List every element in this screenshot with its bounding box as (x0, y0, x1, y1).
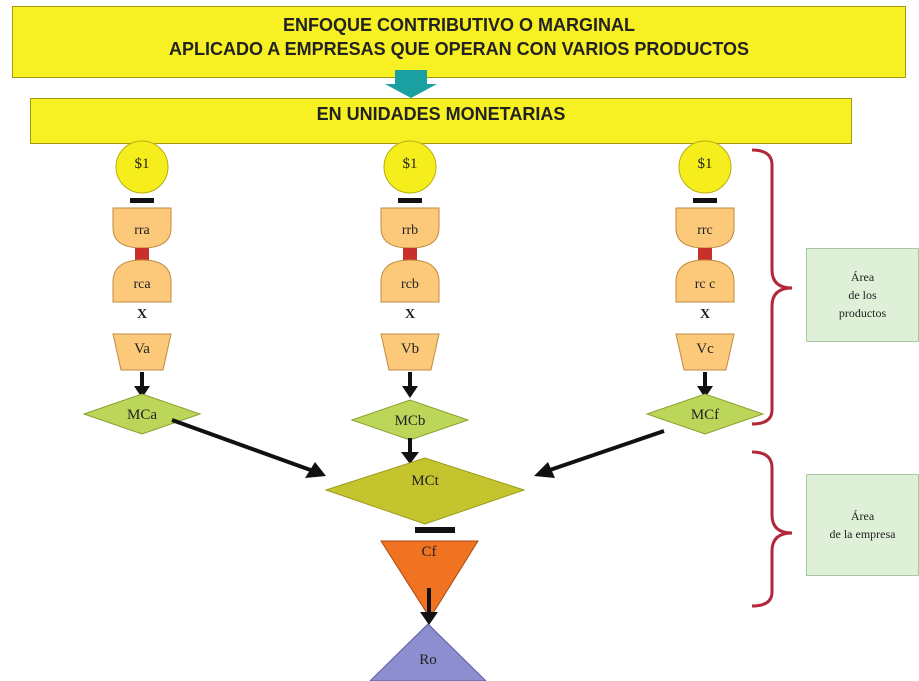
coin-circle (383, 140, 437, 194)
coin-circle (115, 140, 169, 194)
result-label: Ro (419, 652, 437, 668)
area-products-line-2: de los (848, 288, 877, 302)
margin-label: MCf (691, 407, 719, 423)
coin-label: $1 (135, 156, 150, 172)
multiply-sign: X (405, 307, 415, 322)
arrowhead-c (534, 462, 555, 478)
ratio-upper-shape (112, 207, 172, 249)
minus-sign (415, 527, 455, 533)
result: Ro (369, 623, 487, 681)
sales-trapezoid (675, 333, 735, 371)
sales-trapezoid (380, 333, 440, 371)
total-margin-label: MCt (411, 473, 439, 489)
total-margin: MCt (324, 457, 526, 525)
minus-sign (398, 198, 422, 203)
arrowhead (697, 386, 713, 398)
arrowhead (134, 386, 150, 398)
area-products-line-1: Área (850, 270, 875, 284)
margin-diamond (82, 393, 202, 435)
sales-label: Va (134, 341, 150, 357)
margin-arrows (171, 418, 665, 478)
title-line-1: ENFOQUE CONTRIBUTIVO O MARGINAL (283, 15, 635, 35)
ratio-lower-label: rc c (695, 277, 716, 292)
sales-label: Vb (401, 341, 419, 357)
subtitle-banner: EN UNIDADES MONETARIAS (30, 98, 852, 144)
ratio-upper-label: rra (134, 223, 150, 238)
arrow-line-c (543, 429, 665, 474)
ratio-upper-label: rrb (402, 223, 418, 238)
coin-label: $1 (698, 156, 713, 172)
arrowhead-a (305, 462, 326, 478)
area-products-box: Área de los productos (806, 248, 919, 342)
margin-diamond (350, 399, 470, 441)
ratio-lower-label: rcb (401, 277, 419, 292)
arrowhead-result (420, 612, 438, 625)
coin-label: $1 (403, 156, 418, 172)
down-arrow-top (385, 70, 437, 98)
margin-diamond (645, 393, 765, 435)
ratio-lower-shape (112, 259, 172, 303)
area-company-line-1: Área (850, 509, 875, 523)
arrowhead (402, 386, 418, 398)
brace-company (751, 450, 793, 608)
area-company-line-2: de la empresa (829, 527, 896, 541)
title-line-2: APLICADO A EMPRESAS QUE OPERAN CON VARIO… (168, 39, 750, 59)
area-company-box: Área de la empresa (806, 474, 919, 576)
connector (403, 248, 417, 260)
multiply-sign: X (700, 307, 710, 322)
arrowhead-b (401, 452, 419, 464)
connector (135, 248, 149, 260)
ratio-upper-shape (675, 207, 735, 249)
sales-trapezoid (112, 333, 172, 371)
margin-label: MCa (127, 407, 157, 423)
fixed-cost: Cf (380, 540, 479, 619)
area-products-line-3: productos (838, 306, 887, 320)
ratio-lower-shape (380, 259, 440, 303)
ratio-lower-shape (675, 259, 735, 303)
arrow-line-a (171, 418, 317, 474)
ratio-upper-shape (380, 207, 440, 249)
fixed-cost-triangle (380, 540, 479, 619)
fixed-cost-label: Cf (422, 544, 437, 560)
minus-sign (130, 198, 154, 203)
brace-products (751, 148, 793, 426)
subtitle-text: EN UNIDADES MONETARIAS (316, 104, 566, 124)
ratio-upper-label: rrc (697, 223, 713, 238)
multiply-sign: X (137, 307, 147, 322)
coin-circle (678, 140, 732, 194)
total-margin-diamond (324, 457, 526, 525)
minus-sign (693, 198, 717, 203)
sales-label: Vc (696, 341, 714, 357)
connector (698, 248, 712, 260)
ratio-lower-label: rca (133, 277, 151, 292)
title-banner: ENFOQUE CONTRIBUTIVO O MARGINAL APLICADO… (12, 6, 906, 78)
margin-label: MCb (395, 413, 426, 429)
result-triangle (369, 623, 487, 681)
